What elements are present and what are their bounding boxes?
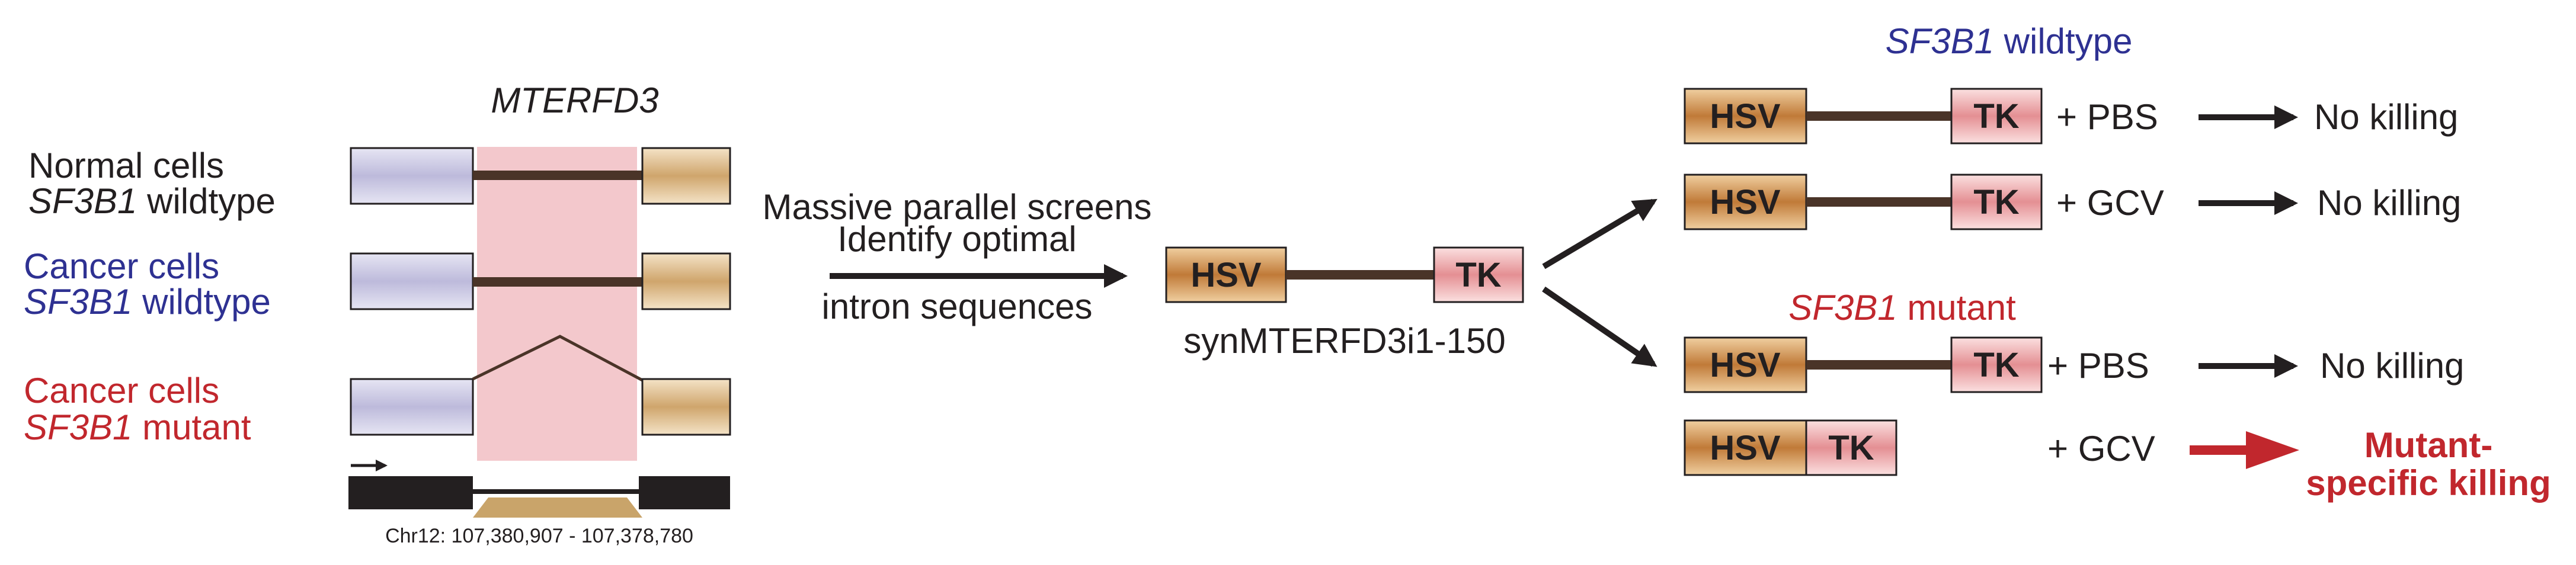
mut-gcv-result-line1: Mutant-	[2364, 425, 2493, 465]
central-linker	[1286, 270, 1434, 280]
mut-pbs-tk-label: TK	[1973, 346, 2019, 384]
mut-pbs-hsv-label: HSV	[1710, 346, 1781, 384]
mut-pbs-treatment: + PBS	[2047, 346, 2149, 386]
intron-cancer-wt	[473, 277, 642, 287]
mut-gcv-hsv-box	[1684, 419, 1807, 476]
intron-normal	[473, 171, 642, 180]
wt-gcv-tk-label: TK	[1973, 183, 2019, 221]
wildtype-header: SF3B1 wildtype	[1886, 21, 2133, 61]
wt-pbs-result: No killing	[2314, 97, 2458, 137]
mut-gcv-arrow-shaft	[2190, 445, 2249, 455]
mut-pbs-hsv-box	[1684, 336, 1807, 393]
screen-text-line2: Identify optimal	[837, 219, 1077, 259]
wt-gcv-tk-box	[1950, 174, 2043, 230]
mut-gcv-result-line2: specific killing	[2306, 463, 2551, 503]
screen-text-line1: Massive parallel screens	[763, 187, 1152, 227]
genome-intron-region	[473, 497, 642, 518]
mut-pbs-linker	[1806, 360, 1951, 370]
wt-pbs-treatment: + PBS	[2056, 97, 2158, 137]
screen-text-line3: intron sequences	[822, 287, 1093, 326]
arrow-to-wildtype	[1542, 198, 1657, 269]
wt-pbs-tk-box	[1950, 88, 2043, 145]
genomic-coordinates: Chr12: 107,380,907 - 107,378,780	[385, 525, 693, 547]
genome-exon-right	[639, 476, 730, 509]
mut-gcv-hsv-label: HSV	[1710, 429, 1781, 467]
splice-junction-line	[472, 335, 644, 382]
mut-pbs-result: No killing	[2320, 346, 2464, 386]
mut-gcv-arrow-head	[2246, 431, 2299, 469]
exon-right-cancer-mut	[641, 378, 731, 436]
mut-gcv-tk-label: TK	[1828, 429, 1874, 467]
exon-left-normal	[350, 147, 474, 205]
genome-exon-left	[348, 476, 473, 509]
label-cancer-mut-cells: Cancer cells	[24, 371, 219, 410]
label-normal-cells: Normal cells	[28, 146, 224, 185]
wt-pbs-linker	[1806, 111, 1951, 121]
exon-right-cancer-wt	[641, 252, 731, 310]
construct-name: synMTERFD3i1-150	[1183, 321, 1506, 361]
central-tk-box	[1433, 246, 1524, 303]
intron-highlight	[477, 147, 637, 461]
exon-left-cancer-wt	[350, 252, 474, 310]
mutant-header: SF3B1 mutant	[1788, 288, 2016, 328]
central-tk-label: TK	[1455, 256, 1501, 294]
exon-left-cancer-mut	[350, 378, 474, 436]
wt-gcv-treatment: + GCV	[2056, 183, 2164, 223]
exon-right-normal	[641, 147, 731, 205]
wt-gcv-hsv-label: HSV	[1710, 183, 1781, 221]
label-cancer-wt-cells: Cancer cells	[24, 246, 219, 286]
mut-gcv-treatment: + GCV	[2047, 429, 2155, 468]
label-normal-genotype: SF3B1 wildtype	[28, 181, 276, 221]
wt-pbs-hsv-label: HSV	[1710, 97, 1781, 136]
mut-pbs-tk-box	[1950, 336, 2043, 393]
arrow-to-mutant	[1542, 286, 1657, 367]
label-cancer-mut-genotype: SF3B1 mutant	[24, 407, 251, 447]
genome-intron-line	[473, 489, 642, 494]
gene-title: MTERFD3	[491, 81, 658, 120]
wt-gcv-hsv-box	[1684, 174, 1807, 230]
mut-gcv-tk-box	[1805, 419, 1897, 476]
wt-gcv-result: No killing	[2317, 183, 2461, 223]
label-cancer-wt-genotype: SF3B1 wildtype	[24, 282, 271, 322]
central-hsv-label: HSV	[1191, 256, 1262, 294]
wt-gcv-linker	[1806, 197, 1951, 207]
central-hsv-box	[1165, 246, 1287, 303]
wt-pbs-tk-label: TK	[1973, 97, 2019, 136]
